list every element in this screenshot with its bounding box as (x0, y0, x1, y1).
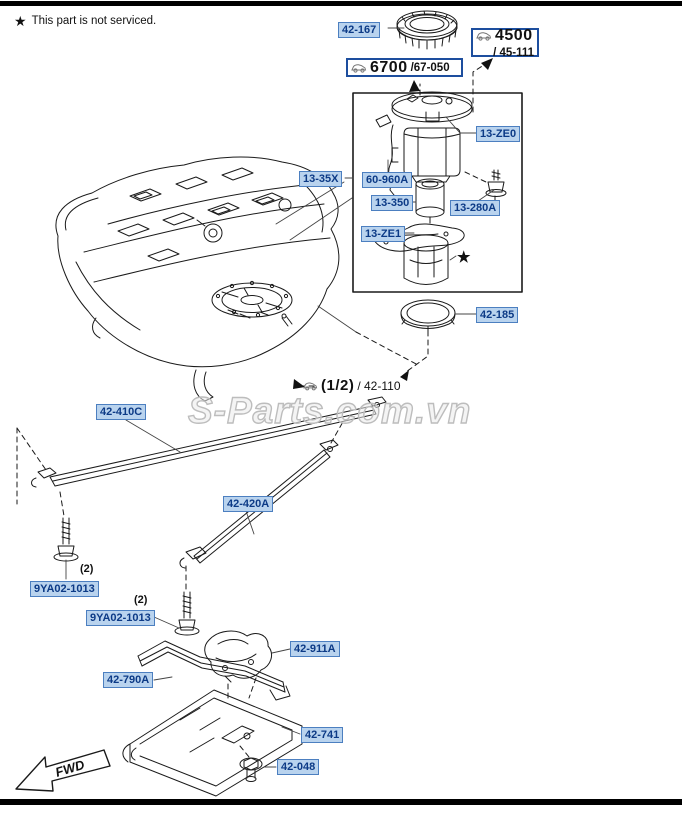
star-icon: ★ (14, 12, 27, 29)
part-link-9YA02-1013[interactable]: 9YA02-1013 (86, 610, 155, 626)
tank-leader-lines (275, 181, 357, 333)
strap-bolt-drawing-2 (174, 591, 200, 636)
strap-bolt-drawing-1 (53, 517, 79, 562)
ref-4500-number: 4500 (495, 27, 533, 44)
note-text: This part is not serviced. (31, 15, 157, 27)
part-link-42-410C[interactable]: 42-410C (96, 404, 147, 420)
part-link-13-35X[interactable]: 13-35X (299, 171, 343, 187)
car-icon (303, 381, 318, 390)
inset-box (352, 92, 523, 293)
part-link-42-790A[interactable]: 42-790A (103, 672, 154, 688)
part-link-9YA02-1013[interactable]: 9YA02-1013 (30, 581, 99, 597)
ref-6700-section: /67-050 (410, 61, 450, 74)
part-link-13-350[interactable]: 13-350 (371, 195, 414, 211)
ref-6700-number: 6700 (370, 58, 408, 76)
car-icon (351, 63, 367, 73)
ref-42110-number: (1/2) (321, 377, 355, 394)
part-link-60-960A[interactable]: 60-960A (362, 172, 413, 188)
car-icon (476, 32, 492, 41)
ref-box-6700[interactable]: 6700 /67-050 (346, 58, 463, 77)
part-link-13-280A[interactable]: 13-280A (450, 200, 501, 216)
clamp-ring-drawing (400, 299, 456, 332)
nut-drawing (239, 757, 263, 782)
annotation: (2) (134, 594, 148, 606)
part-link-42-420A[interactable]: 42-420A (223, 496, 274, 512)
ref-42110-section: / 42-110 (357, 378, 401, 393)
part-link-42-741[interactable]: 42-741 (301, 727, 344, 743)
fuel-tank-drawing (55, 156, 340, 402)
protector-bracket-drawing (137, 640, 291, 701)
bottom-rule (0, 799, 682, 805)
annotation: (2) (80, 563, 94, 575)
dashed-leader-lines (16, 62, 488, 758)
under-cover-drawing (122, 689, 303, 797)
part-link-42-048[interactable]: 42-048 (277, 759, 320, 775)
part-link-13-ZE0[interactable]: 13-ZE0 (476, 126, 521, 142)
part-link-42-185[interactable]: 42-185 (476, 307, 519, 323)
arrowheads (293, 58, 493, 389)
fuel-pump-assembly-drawing (373, 91, 507, 285)
part-link-42-911A[interactable]: 42-911A (290, 641, 340, 657)
annotation: ★ (457, 249, 471, 266)
top-rule (0, 1, 682, 6)
part-link-13-ZE1[interactable]: 13-ZE1 (361, 226, 406, 242)
fwd-arrow: FWD (15, 749, 111, 792)
tank-strap-410-drawing (31, 396, 387, 488)
ref-box-4500[interactable]: 4500 / 45-111 (471, 27, 539, 59)
ref-tank-42-110[interactable]: (1/2) / 42-110 (303, 377, 401, 394)
label-leader-lines (65, 27, 495, 768)
ref-4500-section: / 45-111 (493, 47, 534, 59)
not-serviced-note: ★ This part is not serviced. (14, 12, 157, 29)
fuel-cap-ring-drawing (396, 10, 458, 50)
heat-insulator-drawing (204, 630, 272, 683)
part-link-42-167[interactable]: 42-167 (338, 22, 381, 38)
